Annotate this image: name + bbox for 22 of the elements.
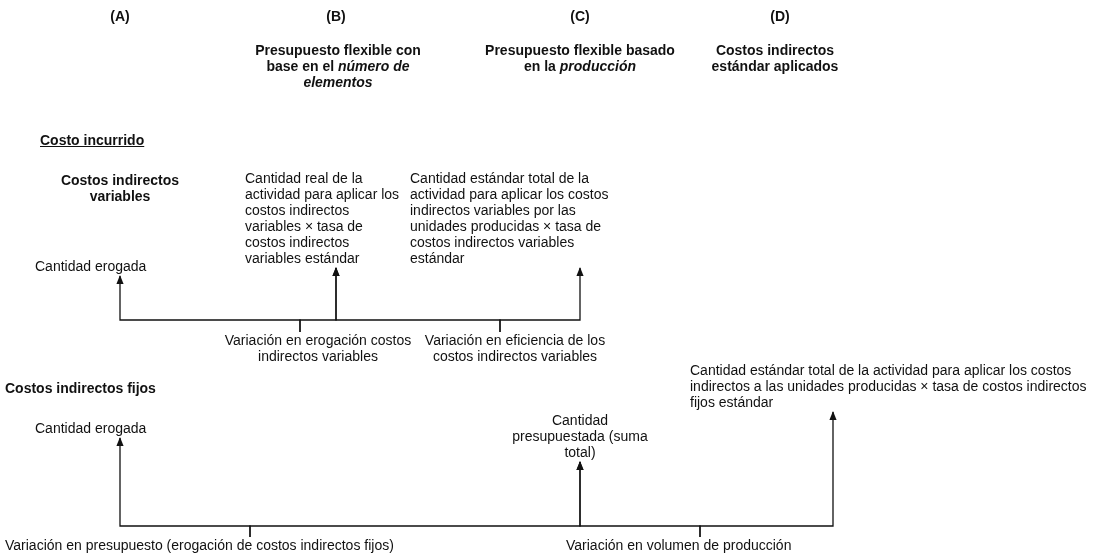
column-heading: Presupuesto flexible con base en el número de elementos xyxy=(254,42,422,90)
description-text: Cantidad real de la actividad para aplicar los costos indirectos variables × tasa de costos indirectos variables estándar xyxy=(245,170,400,266)
column-letter: (A) xyxy=(109,8,131,24)
description-text: Cantidad estándar total de la actividad para aplicar los costos indirectos a las unidades producidas × tasa de costos indirectos fijos estándar xyxy=(690,362,1095,410)
variance-label: Variación en erogación costos indirectos variables xyxy=(218,332,418,364)
description-text: Cantidad estándar total de la actividad para aplicar los costos indirectos variables por las unidades producidas × tasa de costos indirectos variables estándar xyxy=(410,170,615,266)
variance-label: Variación en presupuesto (erogación de costos indirectos fijos) xyxy=(5,537,394,553)
amount-text: Cantidad erogada xyxy=(35,258,185,274)
column-heading: Presupuesto flexible basado en la producción xyxy=(484,42,676,74)
column-letter: (C) xyxy=(569,8,591,24)
column-letter: (B) xyxy=(325,8,347,24)
bracket-arrow xyxy=(699,411,837,538)
section-heading: Costos indirectos fijos xyxy=(5,380,157,396)
column-heading: Costo incurrido xyxy=(40,132,146,148)
amount-text: Cantidad presupuestada (suma total) xyxy=(505,412,655,460)
bracket-arrow xyxy=(499,267,584,333)
amount-text: Cantidad erogada xyxy=(35,420,185,436)
variance-label: Variación en eficiencia de los costos indirectos variables xyxy=(420,332,610,364)
column-heading: Costos indirectos estándar aplicados xyxy=(710,42,840,74)
variance-label: Variación en volumen de producción xyxy=(566,537,792,553)
section-heading: Costos indirectos variables xyxy=(59,172,181,204)
column-letter: (D) xyxy=(769,8,791,24)
